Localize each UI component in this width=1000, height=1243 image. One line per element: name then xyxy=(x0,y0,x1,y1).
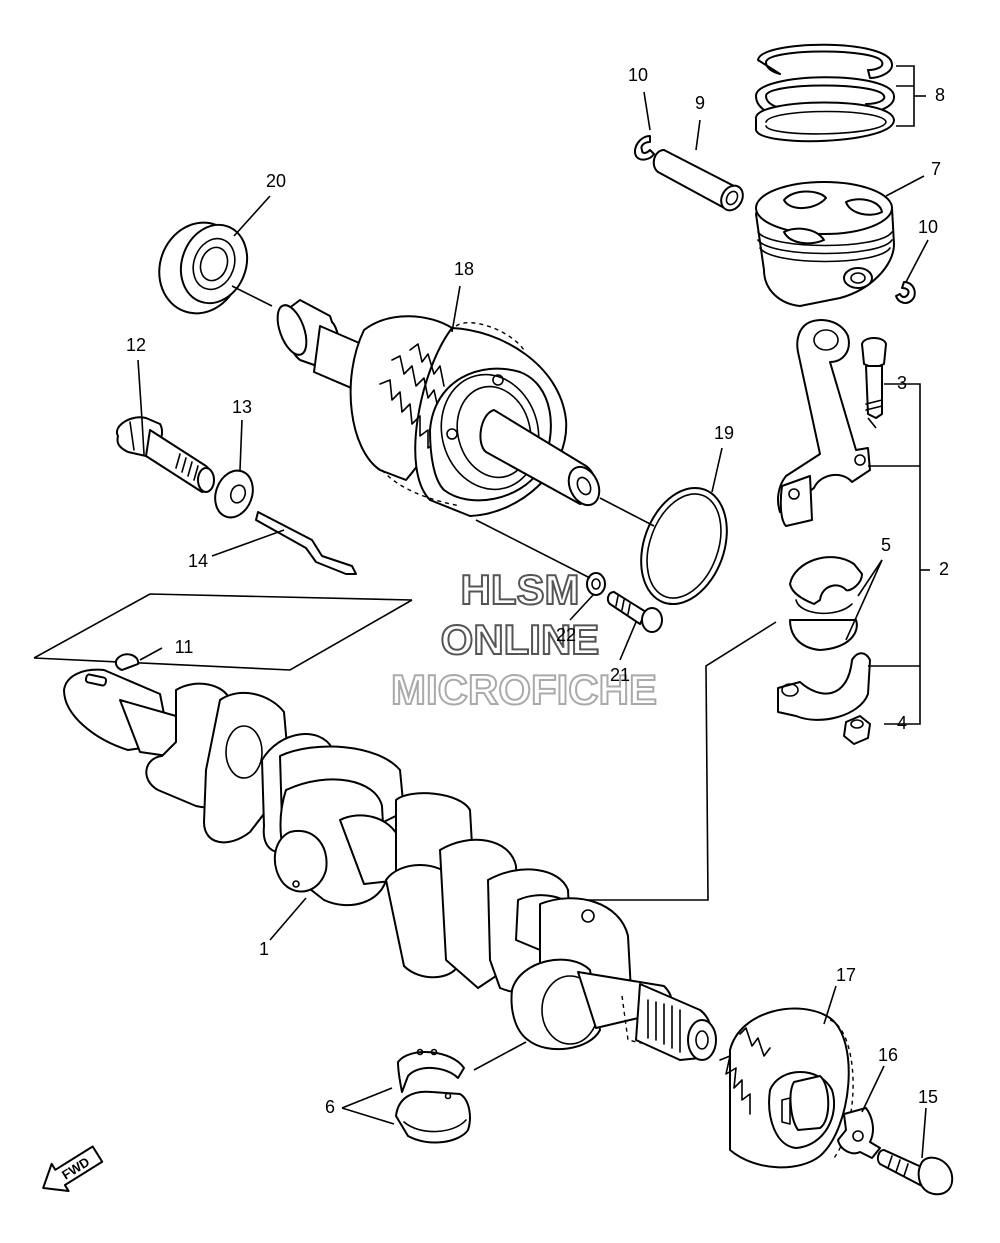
callout-labels: 1 2 3 4 5 6 7 8 9 10 10 11 12 13 14 15 1… xyxy=(126,65,949,1117)
assembly-reference-box xyxy=(33,593,413,671)
watermark-line-3: MICROFICHE xyxy=(391,666,657,713)
callout-10-upper: 10 xyxy=(628,65,648,85)
callout-2: 2 xyxy=(939,559,949,579)
plain-washer[interactable] xyxy=(209,465,259,522)
drive-gear-bolt[interactable] xyxy=(876,1149,954,1196)
callout-7: 7 xyxy=(931,159,941,179)
piston[interactable] xyxy=(755,181,895,307)
callout-6: 6 xyxy=(325,1097,335,1117)
callout-5: 5 xyxy=(881,535,891,555)
callout-21: 21 xyxy=(610,665,630,685)
wire-clip[interactable] xyxy=(255,511,357,575)
connecting-rod-cap[interactable] xyxy=(777,652,871,721)
conrod-bearings[interactable] xyxy=(789,556,863,651)
bearing[interactable] xyxy=(147,211,258,325)
leader-lines xyxy=(137,65,930,1159)
callout-15: 15 xyxy=(918,1087,938,1107)
callout-10-lower: 10 xyxy=(918,217,938,237)
callout-20: 20 xyxy=(266,171,286,191)
piston-pin[interactable] xyxy=(652,149,747,214)
callout-14: 14 xyxy=(188,551,208,571)
callout-11: 11 xyxy=(175,637,194,657)
callout-9: 9 xyxy=(695,93,705,113)
crank-main-bearings[interactable] xyxy=(395,1048,471,1144)
watermark-line-2: ONLINE xyxy=(441,616,600,663)
forward-arrow-icon: FWD xyxy=(42,1145,104,1192)
woodruff-key[interactable] xyxy=(114,653,140,671)
piston-rings[interactable] xyxy=(755,43,895,143)
washer[interactable] xyxy=(586,572,606,596)
callout-1: 1 xyxy=(259,939,269,959)
piston-pin-circlip-left[interactable] xyxy=(634,135,655,161)
callout-18: 18 xyxy=(454,259,474,279)
o-ring[interactable] xyxy=(626,476,742,616)
callout-16: 16 xyxy=(878,1045,898,1065)
piston-pin-circlip-right[interactable] xyxy=(895,281,916,304)
callout-4: 4 xyxy=(897,713,907,733)
watermark-line-1: HLSM xyxy=(461,566,580,613)
primary-drive-gear[interactable] xyxy=(719,1007,854,1169)
rotor-bolt[interactable] xyxy=(606,591,663,633)
callout-3: 3 xyxy=(897,373,907,393)
watermark: HLSM ONLINE MICROFICHE xyxy=(390,565,658,714)
callout-22: 22 xyxy=(556,625,576,645)
callout-8: 8 xyxy=(935,85,945,105)
crankshaft[interactable] xyxy=(63,668,717,1061)
callout-12: 12 xyxy=(126,335,146,355)
connecting-rod[interactable] xyxy=(777,319,871,527)
lock-washer[interactable] xyxy=(837,1107,881,1159)
conrod-nut[interactable] xyxy=(843,715,871,745)
callout-17: 17 xyxy=(836,965,856,985)
conrod-bolts[interactable] xyxy=(861,337,887,419)
generator-rotor-assembly[interactable] xyxy=(272,299,605,517)
callout-19: 19 xyxy=(714,423,734,443)
callout-13: 13 xyxy=(232,397,252,417)
flange-bolt[interactable] xyxy=(115,416,215,493)
